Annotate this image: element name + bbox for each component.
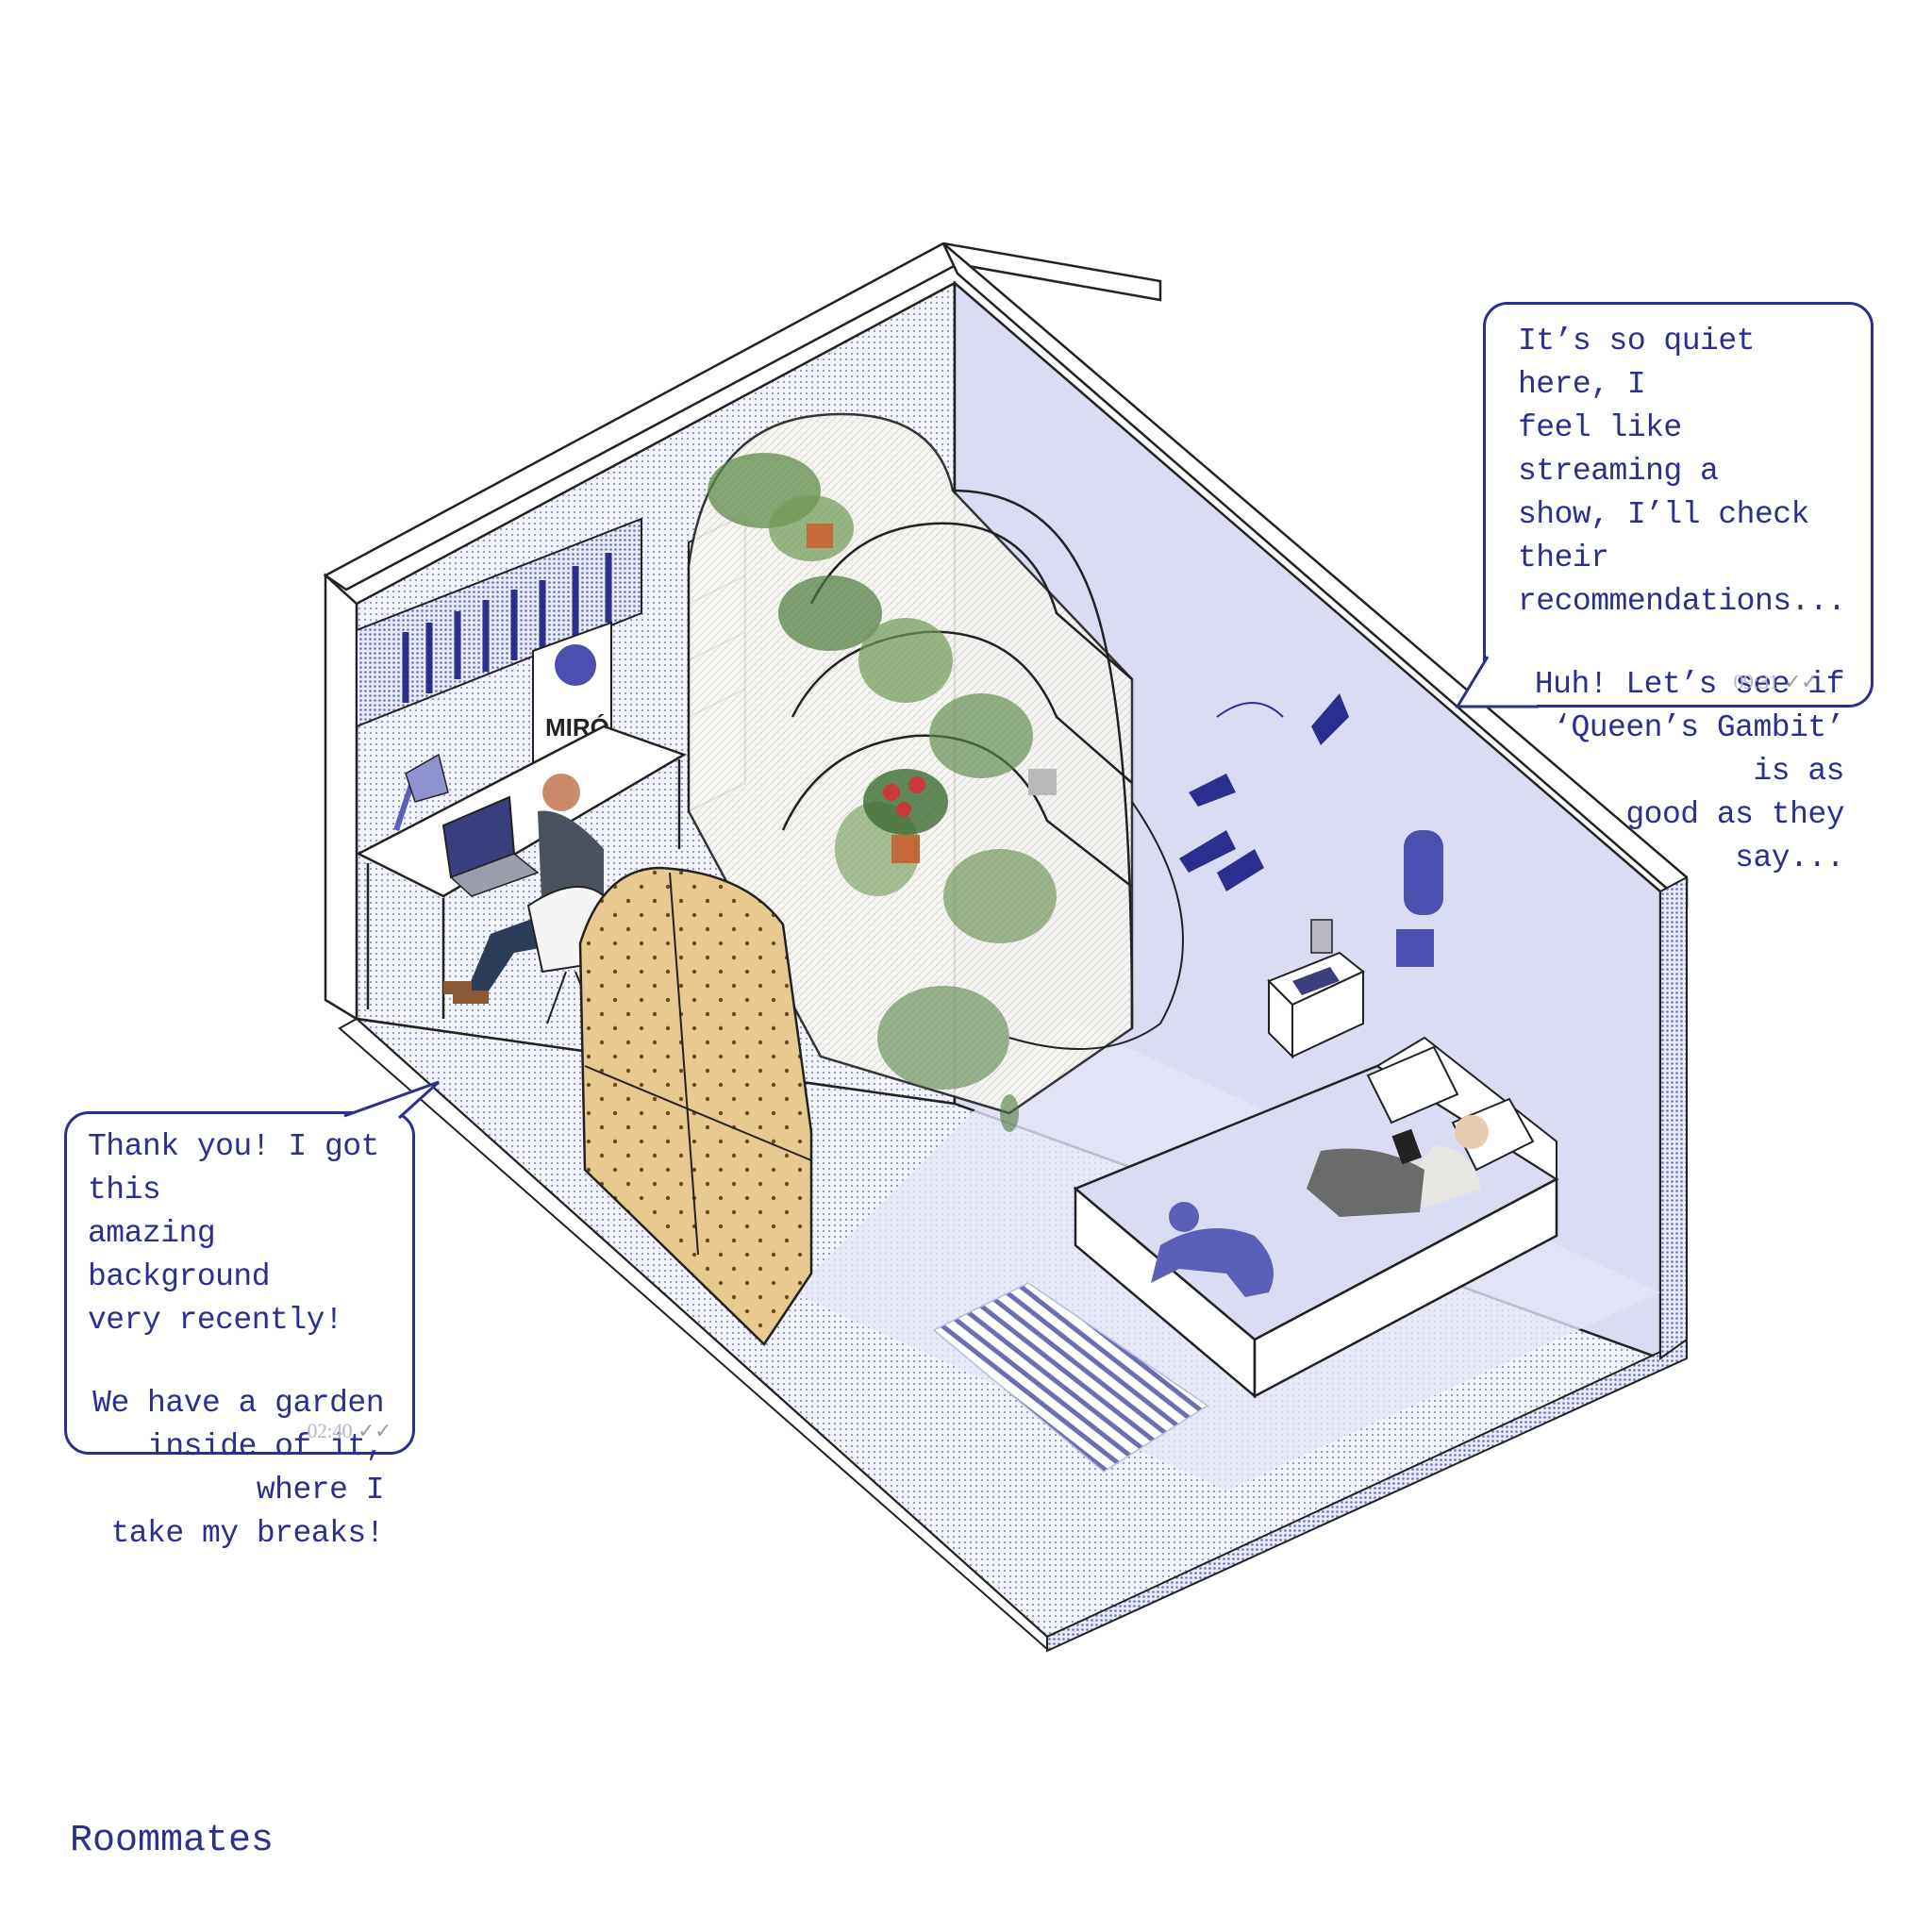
red-flower-plant [863,769,948,863]
message-meta: 09:31✓✓ [1734,672,1819,693]
message-meta: 02:40✓✓ [308,1421,392,1442]
wall-masks [1396,830,1443,967]
message-time: 02:40 [307,1419,353,1442]
nightstand [1267,919,1365,1059]
desk [356,724,687,1019]
message-text: Thank you! I got this amazing background… [88,1129,379,1338]
wall-mobile [1179,693,1349,891]
desk-lamp [393,753,449,831]
plants [708,453,1057,1132]
message-time: 09:31 [1733,670,1779,693]
chat-bubble-right: It’s so quiet here, I feel like streamin… [1455,302,1874,875]
message-text: Huh! Let’s see if ‘Queen’s Gambit’ is as… [1534,667,1845,875]
message-text: It’s so quiet here, I feel like streamin… [1518,324,1846,619]
wooden-pegboard-cabinet [578,866,813,1346]
striped-rug [932,1282,1209,1473]
bubble-tail [1455,656,1539,708]
double-check-icon: ✓✓ [358,1420,391,1443]
wall-shelf [356,517,642,728]
dog [1151,1202,1274,1297]
laptop [441,795,540,897]
person-on-bed [1307,1115,1489,1217]
caption: Roommates [70,1820,275,1862]
chat-bubble-left: Thank you! I got this amazing background… [64,1080,441,1551]
double-check-icon: ✓✓ [1784,671,1818,694]
bubble-tail [343,1080,441,1120]
message-text: We have a garden inside of it, where I t… [92,1386,384,1551]
